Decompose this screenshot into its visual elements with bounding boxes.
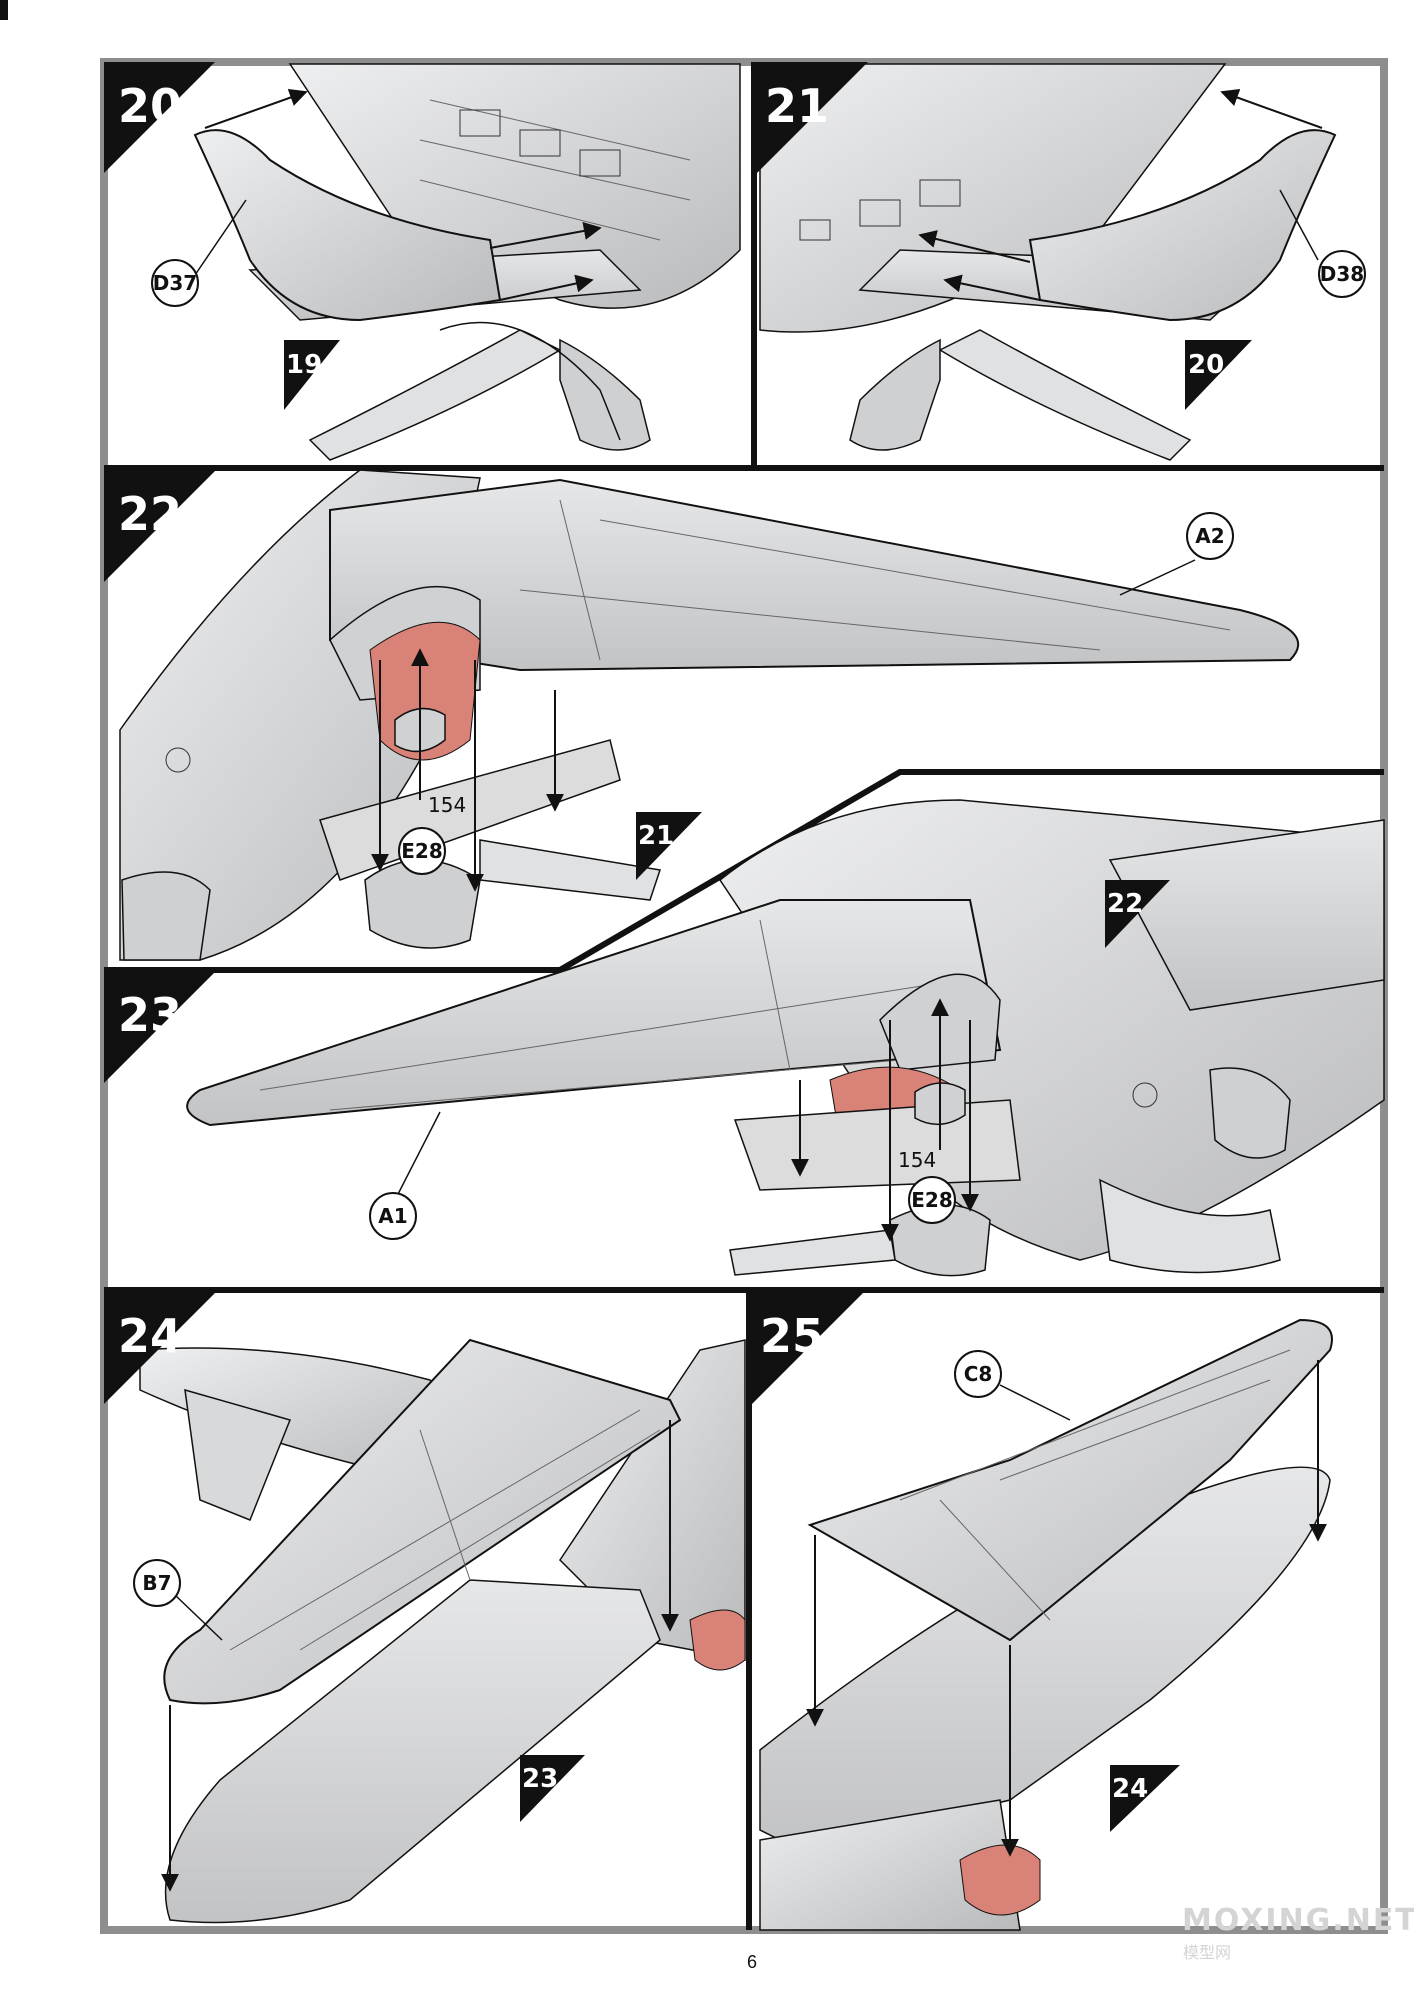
- assembly-arrow: [943, 274, 1041, 301]
- part-callout-b7: B7: [133, 1559, 181, 1607]
- step-20-panel: 20 D37 19: [104, 62, 741, 461]
- ref-step-number: 19: [286, 350, 322, 380]
- lower-wing-illustration: [164, 1579, 661, 1924]
- part-callout-d37: D37: [151, 259, 199, 307]
- page-number: 6: [747, 1952, 757, 1972]
- callout-leader: [194, 199, 247, 276]
- step-number-badge: 20: [104, 62, 215, 173]
- part-a2-wing-shape: [329, 478, 1300, 672]
- callout-leader: [394, 1111, 441, 1201]
- reference-step-badge: 20: [1185, 340, 1252, 410]
- step-21-panel: 21 D38 20: [757, 62, 1366, 461]
- step-number-badge: 24: [104, 1293, 215, 1404]
- reference-step-badge: 19: [284, 340, 340, 410]
- part-label: E28: [401, 839, 443, 863]
- paint-reference-number: 154: [428, 793, 466, 817]
- step-number: 24: [118, 1309, 182, 1363]
- part-c8-wing-shape: [807, 1318, 1333, 1642]
- ref-step-number: 21: [638, 821, 674, 851]
- part-d37-shape: [193, 129, 502, 322]
- watermark-subtext: 模型网: [1183, 1943, 1231, 1962]
- step-number-badge: 21: [757, 62, 868, 173]
- part-label: B7: [142, 1571, 171, 1595]
- reference-step-badge: 23: [520, 1755, 585, 1822]
- step-number: 21: [765, 79, 829, 133]
- reference-step-badge: 21: [636, 812, 702, 880]
- part-callout-a2: A2: [1186, 512, 1234, 560]
- step-number: 20: [118, 79, 182, 133]
- callout-leader: [1279, 189, 1319, 261]
- part-callout-d38: D38: [1318, 250, 1366, 298]
- part-b7-wing-shape: [163, 1338, 682, 1705]
- part-label: C8: [964, 1362, 993, 1386]
- reference-step-badge: 22: [1105, 880, 1170, 948]
- step-number-badge: 22: [104, 471, 215, 582]
- step-number: 23: [118, 988, 182, 1042]
- step-23-panel: 23 A1 154 E28 22: [104, 799, 1385, 1277]
- step-25-panel: 25 C8 24: [752, 1293, 1333, 1931]
- ref-step-number: 24: [1112, 1774, 1148, 1804]
- watermark-text: MOXING.NET: [1182, 1903, 1414, 1938]
- part-callout-a1: A1: [369, 1192, 417, 1240]
- callout-leader: [1119, 559, 1196, 596]
- part-callout-e28: E28: [908, 1176, 956, 1224]
- part-callout-c8: C8: [954, 1350, 1002, 1398]
- assembly-arrow: [1220, 89, 1323, 129]
- step-number-badge: 25: [752, 1293, 863, 1404]
- ref-step-number: 20: [1188, 350, 1224, 380]
- part-label: D37: [153, 271, 197, 295]
- part-label: E28: [911, 1188, 953, 1212]
- callout-leader: [174, 1594, 223, 1641]
- reference-step-badge: 24: [1110, 1765, 1180, 1832]
- part-d38-shape: [1028, 129, 1337, 322]
- part-label: A1: [378, 1204, 407, 1228]
- watermark: MOXING.NET 模型网: [1182, 1903, 1414, 1962]
- assembly-arrow: [204, 88, 308, 129]
- lower-wing-illustration: [759, 1466, 1331, 1931]
- part-callout-e28: E28: [398, 827, 446, 875]
- part-label: D38: [1320, 262, 1364, 286]
- step-22-panel: 22 A2 154 E28 21: [104, 469, 1300, 961]
- part-label: A2: [1195, 524, 1224, 548]
- ref-step-number: 23: [522, 1764, 558, 1794]
- step-24-panel: 24 B7 23: [104, 1293, 746, 1924]
- assembly-arrow: [489, 222, 602, 249]
- assembly-arrow: [918, 230, 1031, 263]
- ref-step-number: 22: [1107, 889, 1143, 919]
- callout-leader: [999, 1384, 1071, 1421]
- step-number: 25: [760, 1309, 824, 1363]
- step-number: 22: [118, 487, 182, 541]
- assembly-arrow: [499, 274, 594, 301]
- step-number-badge: 23: [104, 972, 215, 1083]
- nacelle-illustration: [319, 585, 661, 949]
- paint-reference-number: 154: [898, 1148, 936, 1172]
